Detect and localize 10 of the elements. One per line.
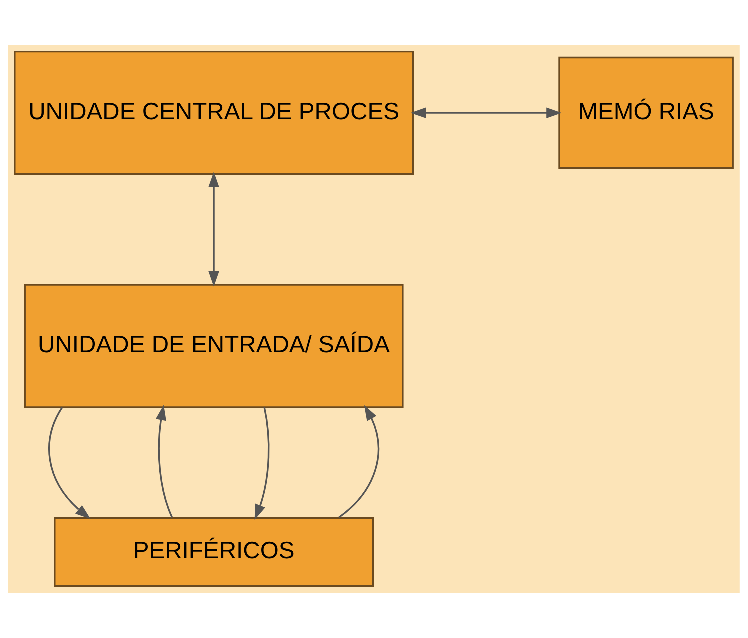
arrow [156, 405, 174, 518]
arrow [48, 407, 91, 520]
node-box: PERIFÉRICOS [54, 517, 374, 588]
arrow [208, 172, 220, 287]
node-box: UNIDADE CENTRAL DE PROCES [14, 50, 414, 176]
arrow [410, 108, 562, 118]
arrow [338, 405, 380, 518]
node-box: MEMÓ RIAS [558, 56, 734, 170]
arrow [254, 407, 270, 520]
node-box: UNIDADE DE ENTRADA/ SAÍDA [24, 284, 404, 408]
